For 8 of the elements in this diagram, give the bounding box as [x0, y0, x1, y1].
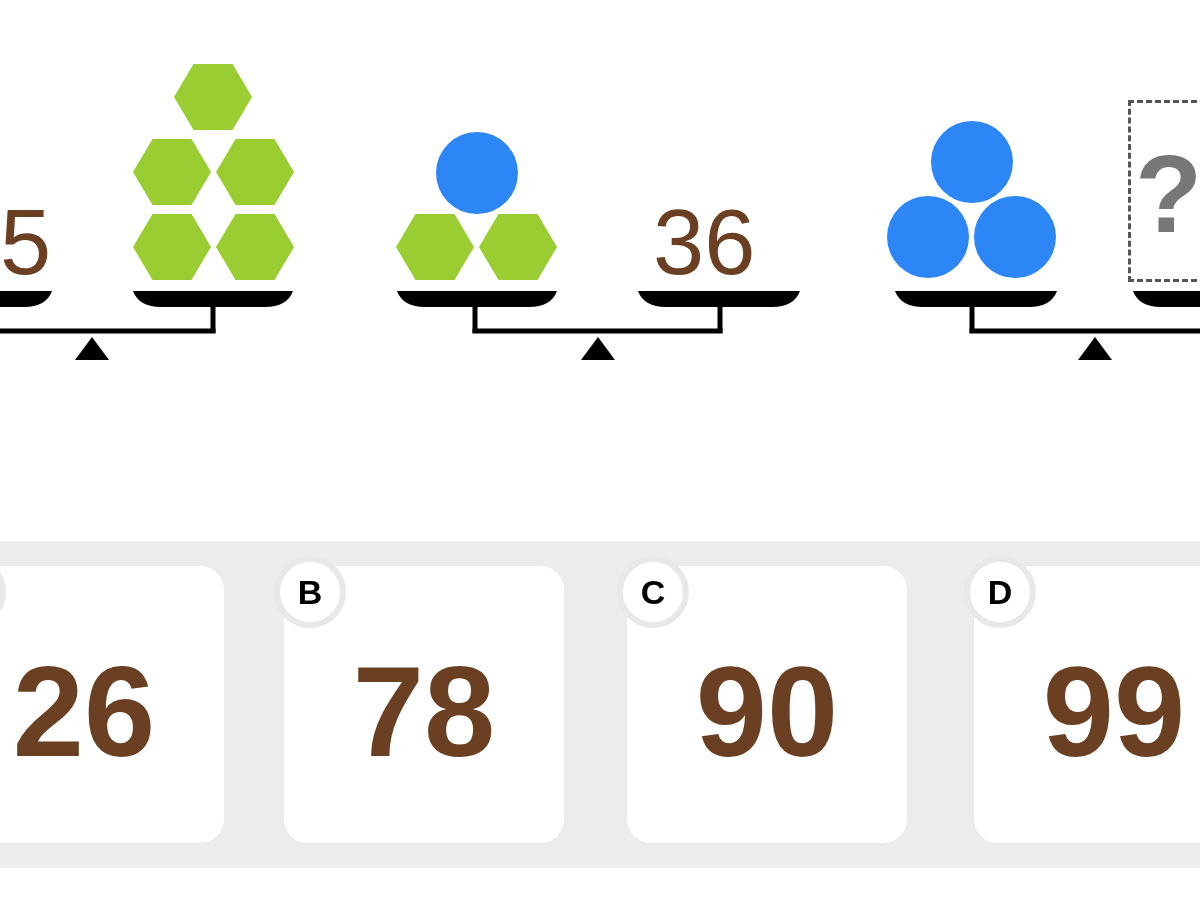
weight-number: 36 — [653, 196, 756, 288]
answer-placeholder-box — [1128, 100, 1200, 282]
answer-number: 26 — [11, 648, 157, 776]
question-mark: ? — [1135, 139, 1200, 249]
weight-number: 5 — [0, 196, 52, 288]
answer-number: 90 — [694, 648, 840, 776]
answer-number: 78 — [351, 648, 497, 776]
answer-number: 99 — [1041, 648, 1187, 776]
